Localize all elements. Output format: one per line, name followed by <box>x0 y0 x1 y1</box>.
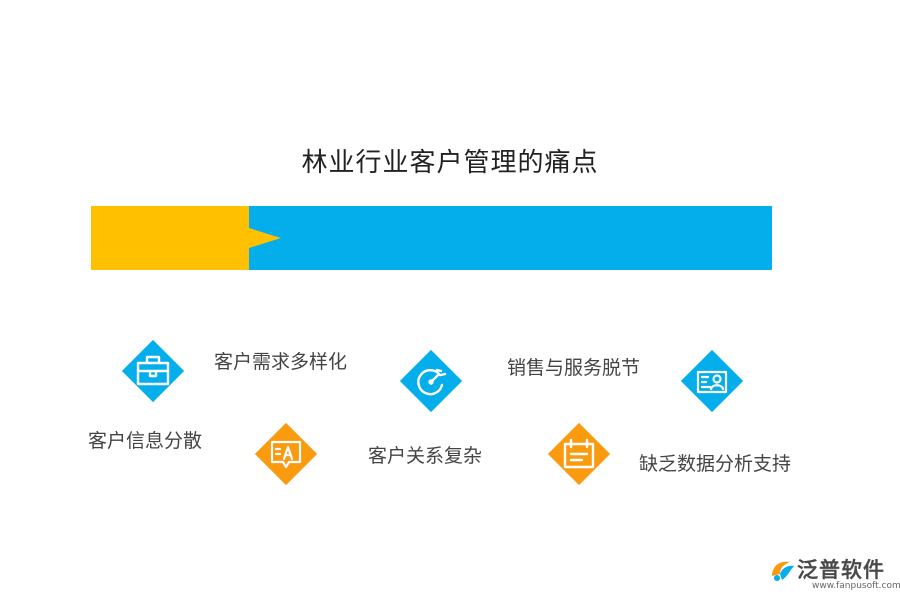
chat-a-icon <box>254 422 318 486</box>
chat-a-icon-diamond <box>250 418 322 490</box>
item-label-sales-service-gap: 销售与服务脱节 <box>507 357 641 379</box>
id-card-icon <box>680 349 744 413</box>
item-label-lack-data-analysis: 缺乏数据分析支持 <box>639 453 792 475</box>
page-title: 林业行业客户管理的痛点 <box>301 148 599 178</box>
brand-url: www.fanpusoft.com <box>812 581 900 591</box>
calendar-icon-diamond <box>543 418 615 490</box>
brand-logo: 泛普软件 www.fanpusoft.com <box>768 554 900 596</box>
banner-yellow-arrow <box>91 206 281 270</box>
briefcase-icon <box>121 339 185 403</box>
item-label-info-scattered: 客户信息分散 <box>88 430 203 452</box>
brand-name: 泛普软件 <box>797 558 885 582</box>
item-label-complex-relations: 客户关系复杂 <box>368 445 483 467</box>
briefcase-icon-diamond <box>117 335 189 407</box>
fanpu-logo-icon <box>772 561 794 581</box>
refresh-gauge-icon-diamond <box>395 345 467 417</box>
id-card-icon-diamond <box>676 345 748 417</box>
title-banner-bar <box>91 206 772 270</box>
item-label-diverse-needs: 客户需求多样化 <box>214 351 348 373</box>
refresh-gauge-icon <box>399 349 463 413</box>
calendar-icon <box>547 422 611 486</box>
